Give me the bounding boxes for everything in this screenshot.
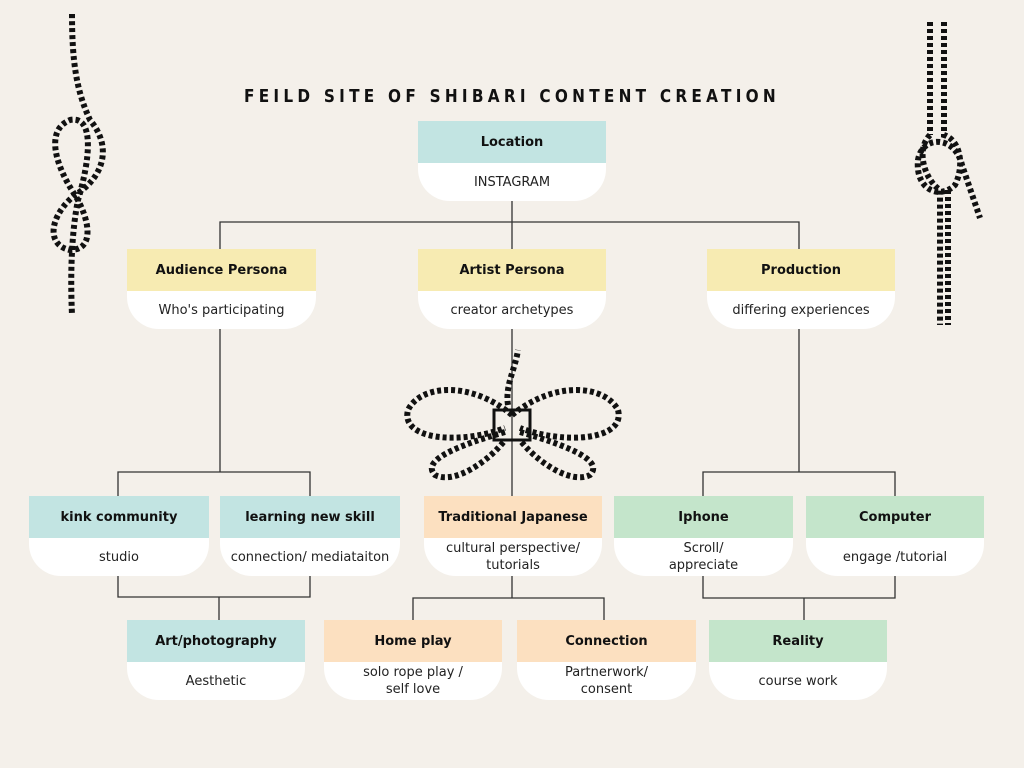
node-body: Who's participating xyxy=(127,291,316,329)
node-body: Partnerwork/ consent xyxy=(517,662,696,700)
node-title: Artist Persona xyxy=(418,249,606,291)
node-title: Audience Persona xyxy=(127,249,316,291)
bowline-knot-rope-icon xyxy=(914,22,983,325)
diagram-title: FEILD SITE OF SHIBARI CONTENT CREATION xyxy=(244,86,780,107)
node-title: Connection xyxy=(517,620,696,662)
node-title: Home play xyxy=(324,620,502,662)
node-body: solo rope play / self love xyxy=(324,662,502,700)
node-title: learning new skill xyxy=(220,496,400,538)
node-body: Aesthetic xyxy=(127,662,305,700)
node-body: Scroll/ appreciate xyxy=(614,538,793,576)
butterfly-knot-rope-icon xyxy=(404,349,622,481)
node-body: connection/ mediataiton xyxy=(220,538,400,576)
node-title: Iphone xyxy=(614,496,793,538)
node-title: Reality xyxy=(709,620,887,662)
node-body: engage /tutorial xyxy=(806,538,984,576)
node-title: Computer xyxy=(806,496,984,538)
figure-eight-knot-rope-icon xyxy=(50,13,106,316)
node-title: Production xyxy=(707,249,895,291)
node-title: Traditional Japanese xyxy=(424,496,602,538)
node-title: Art/photography xyxy=(127,620,305,662)
node-body: course work xyxy=(709,662,887,700)
node-body: creator archetypes xyxy=(418,291,606,329)
node-body: differing experiences xyxy=(707,291,895,329)
node-body: studio xyxy=(29,538,209,576)
node-body: cultural perspective/ tutorials xyxy=(424,538,602,576)
node-body: INSTAGRAM xyxy=(418,163,606,201)
node-title: kink community xyxy=(29,496,209,538)
node-title: Location xyxy=(418,121,606,163)
